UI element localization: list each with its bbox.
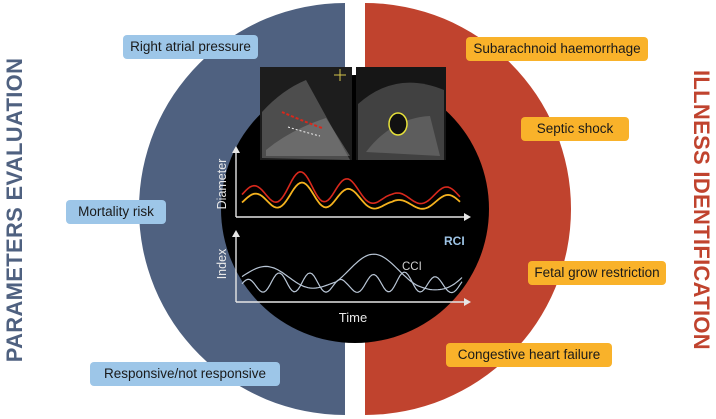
parameter-right-atrial-pressure: Right atrial pressure (123, 35, 258, 59)
parameters-evaluation-title: PARAMETERS EVALUATION (0, 0, 30, 419)
diameter-axes (232, 146, 471, 221)
illness-fetal-growth-restriction: Fetal grow restriction (528, 261, 666, 285)
parameter-responsiveness: Responsive/not responsive (90, 362, 280, 386)
diameter-trace-yellow (241, 181, 461, 210)
illness-septic-shock: Septic shock (521, 117, 629, 141)
diameter-axis-label: Diameter (215, 159, 229, 210)
illness-congestive-heart-failure: Congestive heart failure (446, 343, 612, 367)
cci-label: CCI (402, 261, 422, 273)
rci-label: RCI (444, 234, 465, 248)
ultrasound-image-right (356, 67, 446, 160)
parameters-evaluation-text: PARAMETERS EVALUATION (2, 57, 27, 362)
cci-trace (241, 271, 463, 294)
ultrasound-image-left (260, 67, 352, 160)
right-ring-segment (365, 3, 571, 415)
illness-identification-title: ILLNESS IDENTIFICATION (686, 0, 716, 419)
left-ring-segment (139, 3, 345, 415)
illness-identification-text: ILLNESS IDENTIFICATION (689, 69, 714, 350)
index-axis-label: Index (215, 248, 229, 279)
parameter-mortality-risk: Mortality risk (66, 200, 166, 224)
index-axes (232, 230, 471, 306)
illness-subarachnoid-haemorrhage: Subarachnoid haemorrhage (466, 37, 648, 61)
diameter-trace-red (241, 170, 461, 205)
time-axis-label: Time (339, 310, 367, 325)
